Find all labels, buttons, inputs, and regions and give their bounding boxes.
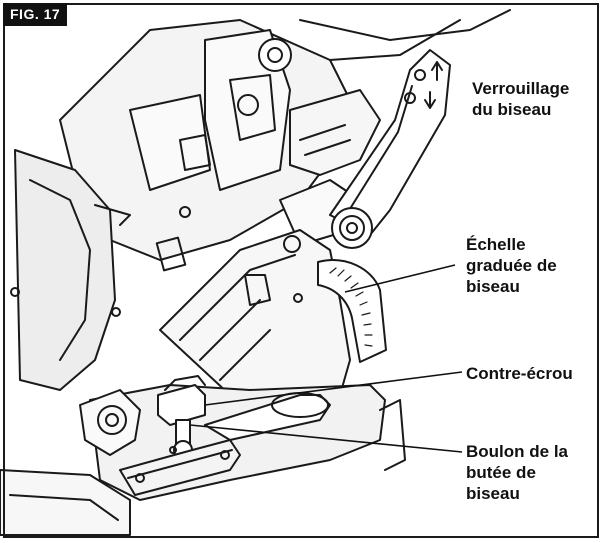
figure-frame [3,3,599,538]
bevel-lock-pivot [331,207,373,249]
leader-scale [344,264,456,293]
figure-number: FIG. 17 [3,3,68,26]
label-bevel-lock-line-2: du biseau [472,100,552,119]
label-bevel-scale-line-2: graduée de [466,256,557,275]
label-jam-nut-line-1: Contre-écrou [466,364,573,383]
label-bevel-stop-bolt: Boulon de la butée de biseau [466,441,568,504]
leader-stop-bolt [189,424,463,453]
fence-rail [0,469,131,536]
label-bevel-lock: Verrouillage du biseau [472,78,569,120]
label-bevel-scale-line-3: biseau [466,277,520,296]
leader-jam-nut [204,371,463,406]
label-bevel-lock-line-1: Verrouillage [472,79,570,98]
label-bevel-scale: Échelle graduée de biseau [466,234,557,297]
handle-knob [258,38,292,72]
stop-bolt-block [119,439,241,496]
jam-nut [157,384,206,426]
blade-guard [14,149,116,391]
bevel-lock-lever [329,49,451,236]
label-bevel-scale-line-1: Échelle [466,235,526,254]
label-bevel-stop-bolt-line-3: biseau [466,484,520,503]
label-jam-nut: Contre-écrou [466,363,573,384]
label-bevel-stop-bolt-line-2: butée de [466,463,536,482]
bevel-knob [79,389,141,456]
label-bevel-stop-bolt-line-1: Boulon de la [466,442,568,461]
